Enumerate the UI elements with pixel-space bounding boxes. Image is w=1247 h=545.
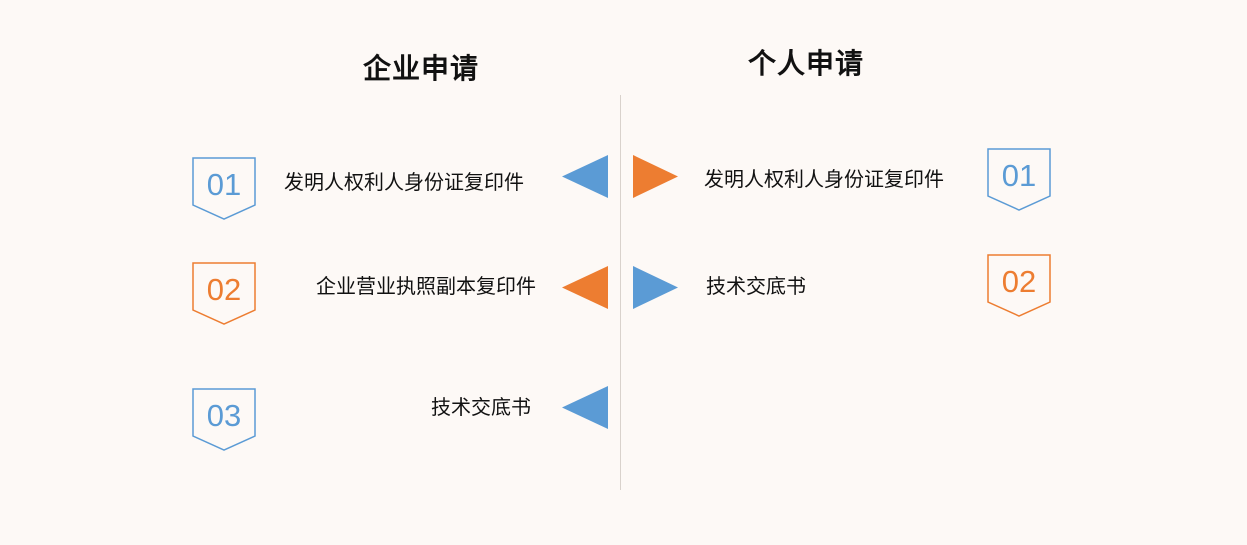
arrow-left-icon xyxy=(562,386,608,430)
badge-number: 03 xyxy=(206,398,242,433)
badge-number: 02 xyxy=(1001,264,1037,299)
number-badge-right-1: 01 xyxy=(987,148,1053,212)
number-badge-left-1: 01 xyxy=(192,157,258,221)
enterprise-application-heading: 企业申请 xyxy=(363,52,480,85)
arrow-left-icon xyxy=(562,266,608,310)
arrow-left-icon xyxy=(562,155,608,199)
arrow-right-icon xyxy=(633,155,679,199)
badge-number: 01 xyxy=(1001,158,1037,193)
number-badge-right-2: 02 xyxy=(987,254,1053,318)
list-item-text-left-1: 发明人权利人身份证复印件 xyxy=(284,170,524,194)
badge-number: 01 xyxy=(206,167,242,202)
badge-number: 02 xyxy=(206,272,242,307)
number-badge-left-2: 02 xyxy=(192,262,258,326)
arrow-right-icon xyxy=(633,266,679,310)
personal-application-heading: 个人申请 xyxy=(748,47,865,80)
number-badge-left-3: 03 xyxy=(192,388,258,452)
list-item-text-right-1: 发明人权利人身份证复印件 xyxy=(704,167,944,191)
list-item-text-left-2: 企业营业执照副本复印件 xyxy=(316,274,536,298)
list-item-text-right-2: 技术交底书 xyxy=(706,274,806,298)
center-divider xyxy=(620,95,621,490)
list-item-text-left-3: 技术交底书 xyxy=(431,395,531,419)
